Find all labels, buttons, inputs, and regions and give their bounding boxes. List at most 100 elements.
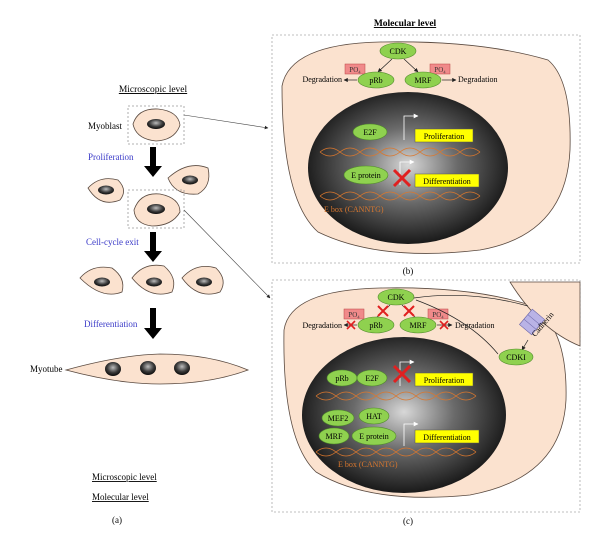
b-po4-right-label: PO₄ — [434, 66, 446, 74]
b-degradation-right: Degradation — [458, 75, 498, 84]
arrested-cell-2-nucleus — [146, 277, 162, 287]
c-differentiation-label: Differentiation — [423, 433, 470, 442]
c-differentiation-box — [414, 429, 480, 444]
b-cdk — [379, 42, 417, 60]
c-cdk-block-cross-left — [377, 305, 389, 317]
myotube-cell — [64, 353, 250, 385]
c-degradation-right-cross — [439, 320, 449, 330]
c-e-protein — [351, 426, 397, 446]
b-dna-2b — [319, 191, 481, 201]
myotube-nucleus-2 — [140, 361, 156, 375]
c-proliferation-block-cross — [392, 364, 412, 384]
c-po4-left — [343, 308, 365, 320]
panel-b: Molecular level CDK PO₄ PO₄ pRb MRF Degr… — [271, 19, 581, 276]
panel-a: Microscopic level Myoblast Proliferation… — [30, 85, 271, 525]
caption-b: (b) — [403, 266, 414, 276]
c-prb-nuclear-label: pRb — [335, 374, 348, 383]
arrested-cell-3-nucleus — [196, 277, 212, 287]
c-degradation-left-cross — [346, 320, 356, 330]
myoblast-highlight-box — [127, 105, 185, 145]
c-prb — [357, 316, 395, 334]
footer-molecular: Molecular level — [92, 492, 149, 502]
c-e-protein-label: E protein — [359, 432, 389, 441]
connector-to-b — [183, 114, 269, 130]
b-block-cross — [392, 168, 412, 188]
myotube-nucleus-1 — [105, 362, 121, 376]
b-degradation-left: Degradation — [302, 75, 342, 84]
b-mrf — [404, 71, 442, 89]
myoblast-label: Myoblast — [88, 121, 123, 131]
c-mef2 — [321, 409, 355, 427]
b-po4-left — [344, 63, 366, 75]
step-differentiation: Differentiation — [84, 319, 138, 329]
dividing-cell-1-nucleus — [98, 185, 114, 195]
panel-b-nucleus — [308, 92, 508, 244]
cdki-inhibits-cdk — [415, 299, 499, 355]
connector-to-c — [183, 209, 271, 299]
c-cdki — [498, 348, 534, 366]
arrested-cell-1-nucleus — [94, 277, 110, 287]
c-dna-1b — [315, 391, 477, 401]
step-proliferation: Proliferation — [88, 152, 134, 162]
panel-c-frame — [271, 279, 581, 513]
b-po4-left-label: PO₄ — [349, 66, 361, 74]
b-e-protein — [343, 165, 389, 185]
dividing-cell-2-nucleus — [182, 175, 198, 185]
c-mrf-nuclear — [318, 427, 350, 445]
footer-microscopic: Microscopic level — [92, 472, 157, 482]
c-proliferation-label: Proliferation — [424, 376, 464, 385]
b-mrf-label: MRF — [415, 76, 432, 85]
c-mrf-label: MRF — [410, 321, 427, 330]
dividing-highlight-box — [127, 189, 185, 229]
c-dna-2b — [315, 447, 477, 457]
c-e2f-label: E2F — [365, 374, 379, 383]
caption-a: (a) — [112, 515, 122, 525]
c-mef2-label: MEF2 — [328, 414, 348, 423]
c-e2f — [356, 369, 388, 387]
b-proliferation-label: Proliferation — [424, 132, 464, 141]
b-cdk-to-prb — [377, 58, 393, 73]
panel-c: CDK PO₄ PO₄ pRb MRF Degradation Degra — [271, 279, 581, 526]
c-cdk-label: CDK — [388, 293, 405, 302]
panel-a-heading: Microscopic level — [119, 85, 188, 95]
differentiation-arrow — [144, 308, 162, 339]
b-proliferation-box — [414, 128, 474, 143]
b-prb-label: pRb — [369, 76, 382, 85]
cadherin-to-cdki — [521, 339, 529, 351]
b-prb — [357, 71, 395, 89]
c-hat-label: HAT — [366, 412, 382, 421]
b-po4-right — [429, 63, 451, 75]
b-differentiation-label: Differentiation — [423, 177, 470, 186]
proliferation-arrow — [144, 147, 162, 177]
c-hat — [358, 407, 390, 425]
c-cdki-label: CDKI — [506, 353, 526, 362]
myotube-label: Myotube — [30, 364, 63, 374]
b-e2f-label: E2F — [363, 128, 377, 137]
myotube-nucleus-3 — [174, 361, 190, 375]
c-proliferation-box — [414, 372, 474, 387]
b-e2f — [352, 123, 388, 141]
c-differentiation-tss-arrow — [403, 421, 419, 446]
b-differentiation-box — [414, 173, 480, 188]
panel-b-heading: Molecular level — [374, 19, 437, 29]
c-po4-right-label: PO₄ — [432, 311, 444, 319]
step-cell-cycle-exit: Cell-cycle exit — [86, 237, 139, 247]
b-cdk-label: CDK — [390, 47, 407, 56]
c-prb-label: pRb — [369, 321, 382, 330]
c-cdk — [377, 288, 415, 306]
panel-b-frame — [271, 34, 581, 264]
b-dna-1b — [319, 147, 481, 157]
b-proliferation-tss-arrow — [403, 113, 419, 140]
caption-c: (c) — [403, 516, 413, 526]
dividing-cell-3-nucleus — [147, 204, 165, 214]
cell-cycle-exit-arrow — [144, 232, 162, 262]
myoblast-nucleus — [147, 119, 165, 129]
c-cdk-block-cross-right — [403, 305, 415, 317]
c-ebox-label: E box (CANNTG) — [338, 460, 398, 469]
c-mrf — [399, 316, 437, 334]
c-cadherin-link — [413, 295, 529, 307]
b-cdk-to-mrf — [403, 58, 419, 73]
panel-c-neighbor-cell — [509, 281, 581, 347]
cadherin-receptor — [519, 308, 545, 336]
